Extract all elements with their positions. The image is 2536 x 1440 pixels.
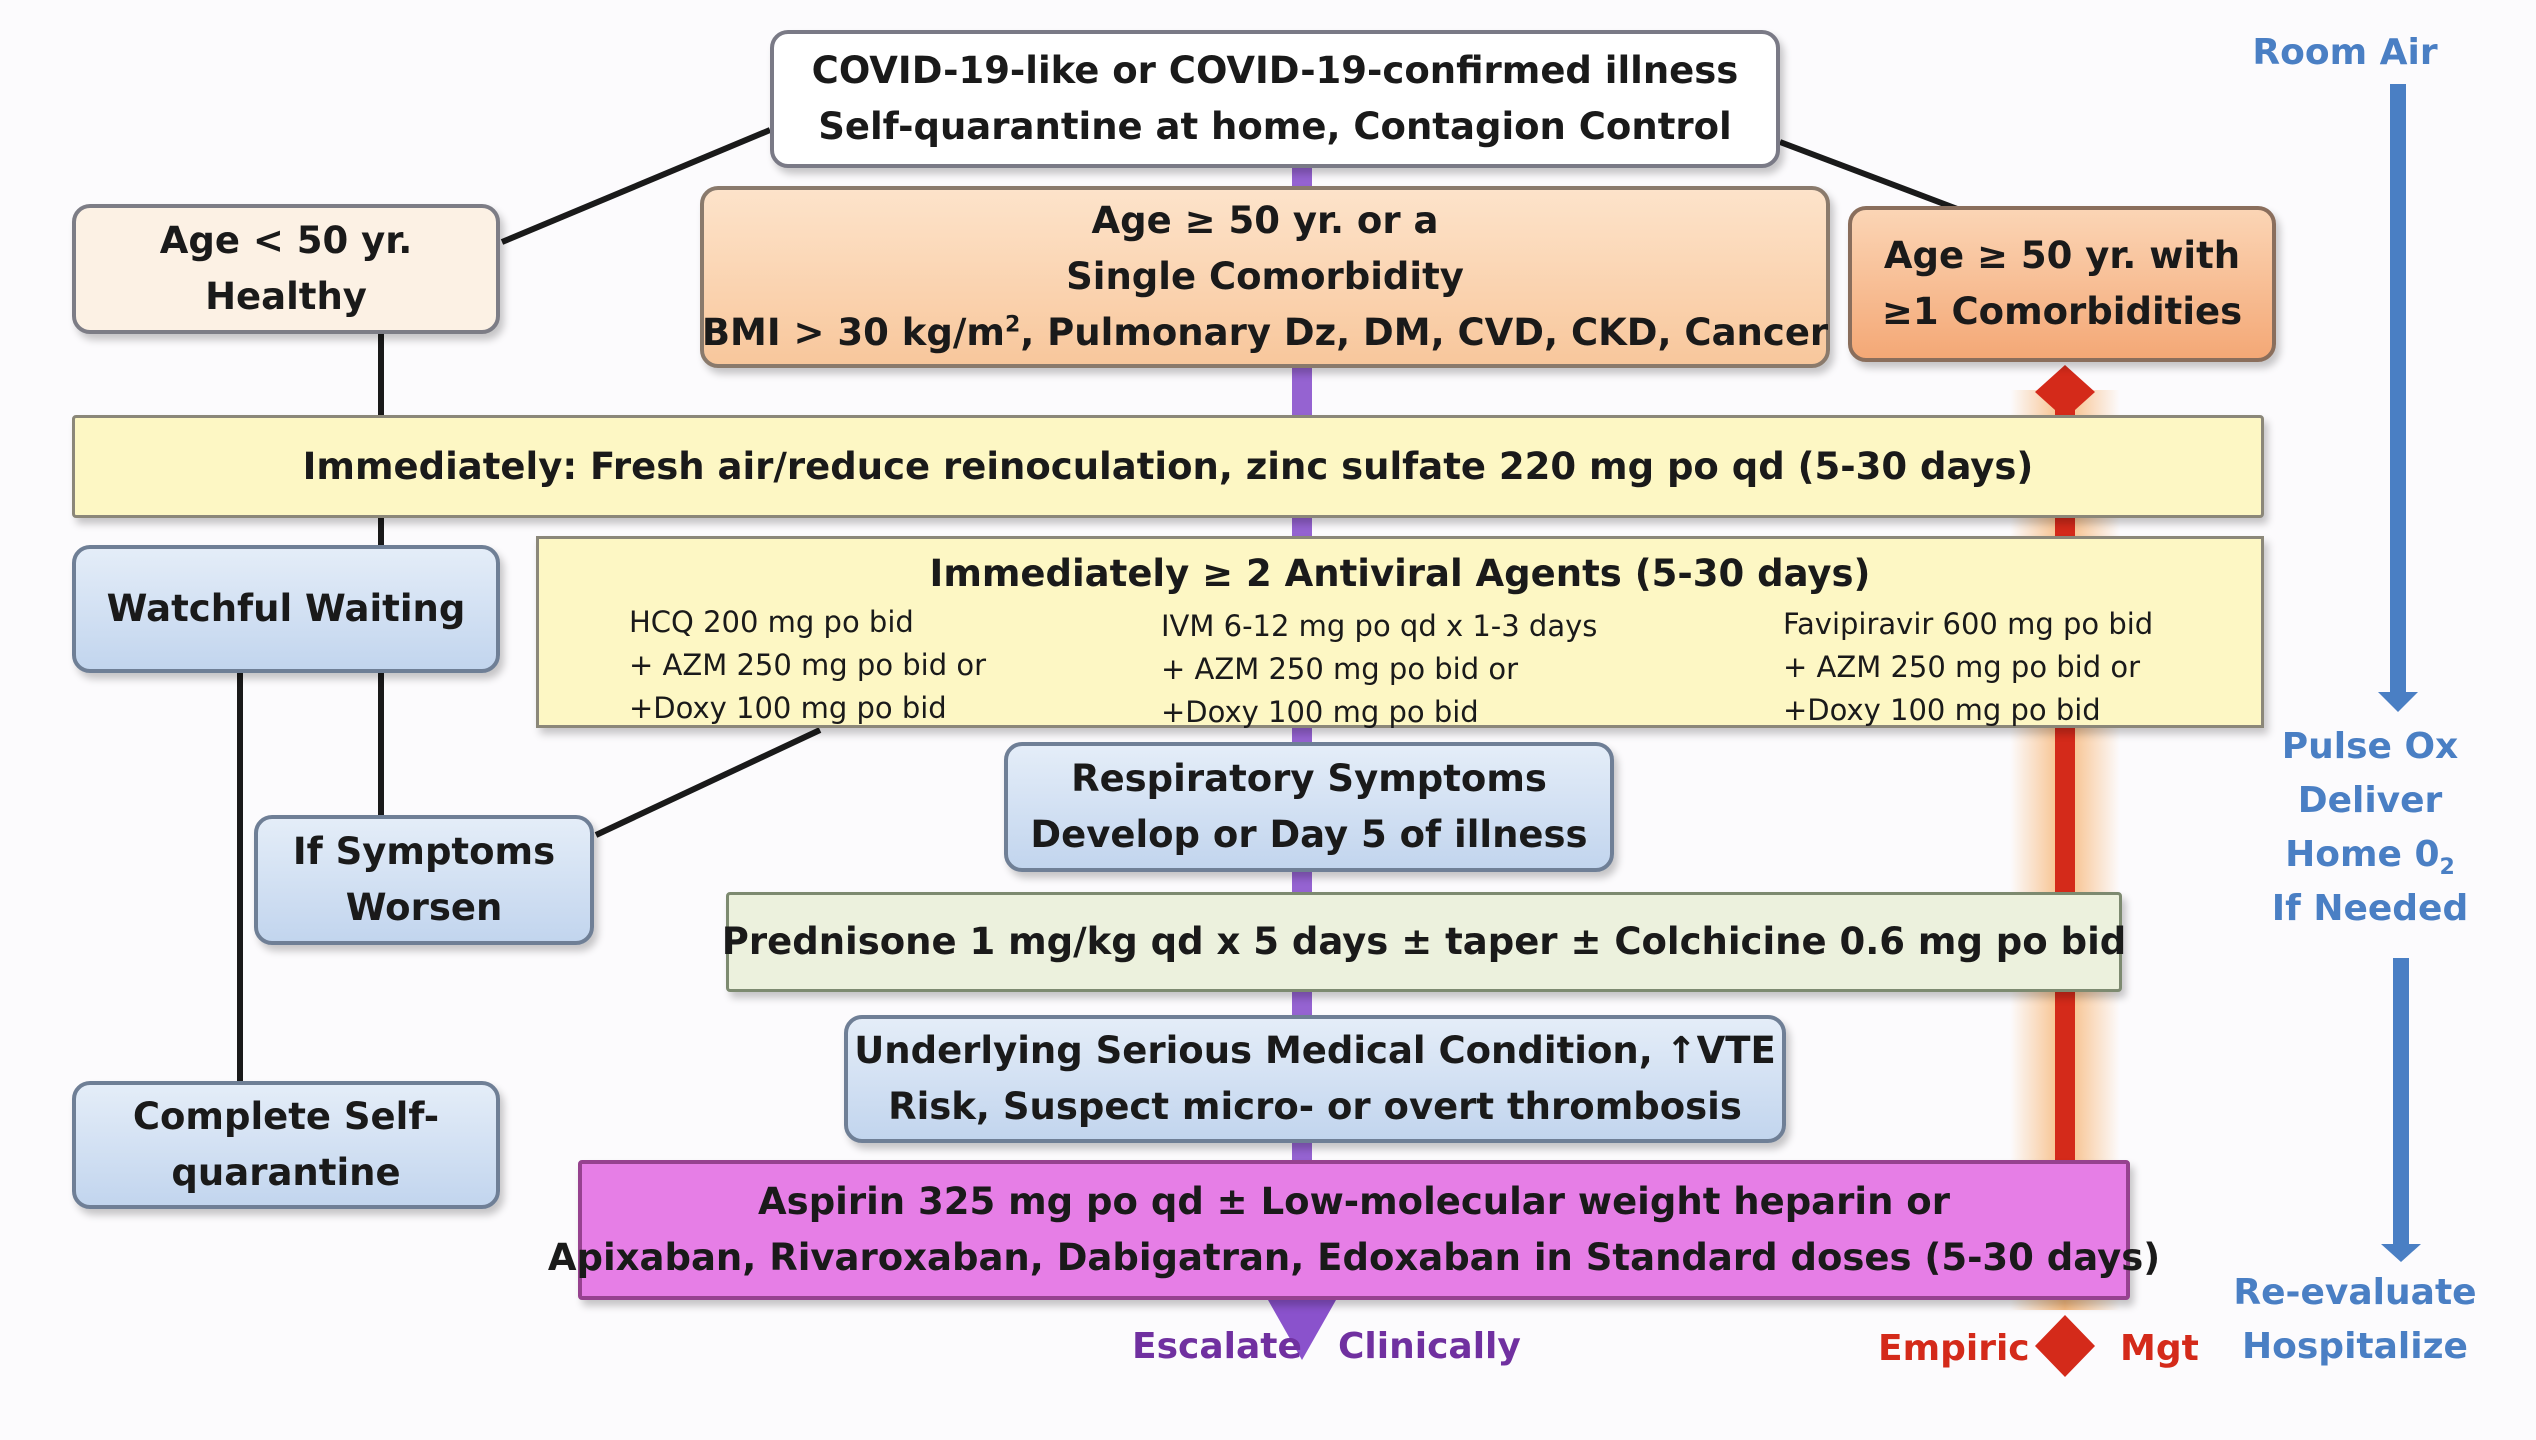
pulse-ox-line1: Pulse Ox xyxy=(2281,726,2459,767)
antiviral-title: Immediately ≥ 2 Antiviral Agents (5-30 d… xyxy=(929,552,1871,595)
ivm-doxy-line: +Doxy 100 mg po bid xyxy=(1161,695,1479,729)
home-o2-text: Home 0 xyxy=(2285,834,2440,875)
if-symptoms-line2: Worsen xyxy=(345,886,503,929)
underlying-line2: Risk, Suspect micro- or overt thrombosis xyxy=(888,1085,1742,1128)
bmi-text: BMI > 30 kg/m xyxy=(701,311,1005,354)
hcq-azm-line: + AZM 250 mg po bid or xyxy=(629,648,987,682)
hcq-line: HCQ 200 mg po bid xyxy=(629,605,914,639)
age-50-single-comorbidity-box: Age ≥ 50 yr. or a Single Comorbidity BMI… xyxy=(700,186,1830,368)
room-air-arrow xyxy=(2378,84,2418,712)
antiviral-agents-box: Immediately ≥ 2 Antiviral Agents (5-30 d… xyxy=(536,536,2264,730)
age-50-single-line3: BMI > 30 kg/m2, Pulmonary Dz, DM, CVD, C… xyxy=(702,305,1828,361)
complete-self-line2: quarantine xyxy=(171,1151,401,1194)
age-50-multi-line2: ≥1 Comorbidities xyxy=(1881,290,2243,333)
room-air-label: Room Air xyxy=(2252,32,2438,73)
watchful-waiting-text: Watchful Waiting xyxy=(106,587,466,630)
age-50-multi-line1: Age ≥ 50 yr. with xyxy=(1883,234,2241,277)
reevaluate-label: Re-evaluate Hospitalize xyxy=(2230,1266,2480,1374)
complete-self-quarantine-box: Complete Self- quarantine xyxy=(72,1081,500,1209)
age-under-50-line1: Age < 50 yr. xyxy=(159,219,413,262)
initial-illness-line2: Self-quarantine at home, Contagion Contr… xyxy=(818,105,1732,148)
age-50-single-line1: Age ≥ 50 yr. or a xyxy=(1091,199,1439,242)
antiviral-favipiravir-column: Favipiravir 600 mg po bid + AZM 250 mg p… xyxy=(1783,603,2153,732)
age-under-50-line2: Healthy xyxy=(205,275,367,318)
prednisone-text: Prednisone 1 mg/kg qd x 5 days ± taper ±… xyxy=(721,920,2127,963)
age-50-multi-comorbidity-box: Age ≥ 50 yr. with ≥1 Comorbidities xyxy=(1848,206,2276,362)
immediate-zinc-text: Immediately: Fresh air/reduce reinoculat… xyxy=(302,444,2034,488)
clinically-label: Clinically xyxy=(1338,1326,1521,1367)
initial-illness-box: COVID-19-like or COVID-19-confirmed illn… xyxy=(770,30,1780,168)
complete-self-line1: Complete Self- xyxy=(132,1095,440,1138)
antiviral-hcq-column: HCQ 200 mg po bid + AZM 250 mg po bid or… xyxy=(629,601,986,730)
pulse-ox-line4: If Needed xyxy=(2271,888,2469,929)
ivm-azm-line: + AZM 250 mg po bid or xyxy=(1161,652,1519,686)
watchful-waiting-box: Watchful Waiting xyxy=(72,545,500,673)
age-under-50-box: Age < 50 yr. Healthy xyxy=(72,204,500,334)
aspirin-line1: Aspirin 325 mg po qd ± Low-molecular wei… xyxy=(758,1180,1950,1223)
pulse-ox-line3: Home 02 xyxy=(2260,828,2480,882)
underlying-condition-box: Underlying Serious Medical Condition, ↑V… xyxy=(844,1015,1786,1143)
ivm-line: IVM 6-12 mg po qd x 1-3 days xyxy=(1161,609,1598,643)
antiviral-ivm-column: IVM 6-12 mg po qd x 1-3 days + AZM 250 m… xyxy=(1161,605,1597,734)
hcq-doxy-line: +Doxy 100 mg po bid xyxy=(629,691,947,725)
anticoagulation-box: Aspirin 325 mg po qd ± Low-molecular wei… xyxy=(548,1160,2160,1300)
respiratory-line2: Develop or Day 5 of illness xyxy=(1030,813,1588,856)
reevaluate-arrow xyxy=(2381,958,2421,1262)
escalate-label: Escalate xyxy=(1132,1326,1302,1367)
if-symptoms-line1: If Symptoms xyxy=(292,830,556,873)
reevaluate-line2: Hospitalize xyxy=(2242,1326,2468,1367)
favipiravir-azm-line: + AZM 250 mg po bid or xyxy=(1783,650,2141,684)
o2-subscript: 2 xyxy=(2439,855,2455,881)
underlying-line1: Underlying Serious Medical Condition, ↑V… xyxy=(854,1029,1776,1072)
pulse-ox-line2: Deliver xyxy=(2297,780,2443,821)
bmi-superscript: 2 xyxy=(1004,312,1021,338)
mgt-label: Mgt xyxy=(2120,1328,2199,1369)
favipiravir-line: Favipiravir 600 mg po bid xyxy=(1783,607,2154,641)
initial-illness-line1: COVID-19-like or COVID-19-confirmed illn… xyxy=(811,49,1739,92)
respiratory-line1: Respiratory Symptoms xyxy=(1071,757,1547,800)
aspirin-line2: Apixaban, Rivaroxaban, Dabigatran, Edoxa… xyxy=(547,1236,2161,1279)
empiric-label: Empiric xyxy=(1878,1328,2030,1369)
prednisone-box: Prednisone 1 mg/kg qd x 5 days ± taper ±… xyxy=(722,892,2126,992)
reevaluate-line1: Re-evaluate xyxy=(2233,1272,2477,1313)
comorbidity-list: , Pulmonary Dz, DM, CVD, CKD, Cancer xyxy=(1020,311,1829,354)
age-50-single-line2: Single Comorbidity xyxy=(1066,255,1464,298)
flow-lines xyxy=(237,127,1962,1081)
respiratory-symptoms-box: Respiratory Symptoms Develop or Day 5 of… xyxy=(1004,742,1614,872)
favipiravir-doxy-line: +Doxy 100 mg po bid xyxy=(1783,693,2101,727)
immediate-zinc-box: Immediately: Fresh air/reduce reinoculat… xyxy=(72,415,2264,518)
if-symptoms-worsen-box: If Symptoms Worsen xyxy=(254,815,594,945)
pulse-ox-label: Pulse Ox Deliver Home 02 If Needed xyxy=(2260,720,2480,936)
